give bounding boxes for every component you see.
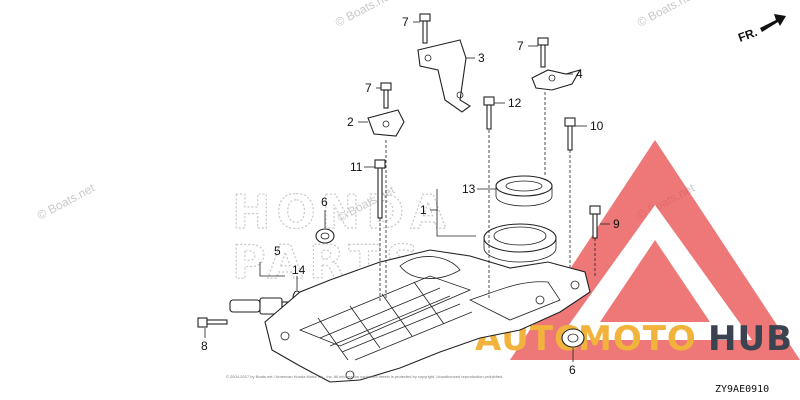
watermark-text: © Boats.net <box>635 0 698 30</box>
logo-text-moto: MOTO <box>578 319 697 359</box>
diagram-code: ZY9AE0910 <box>715 384 769 395</box>
leader-lines <box>204 21 610 362</box>
bracket-part <box>417 39 471 113</box>
automotohub-logo: AUTO MOTO HUB <box>475 140 800 360</box>
direction-label: FR. <box>736 25 759 45</box>
grommet-part <box>561 328 585 348</box>
callout-number: 7 <box>402 15 409 29</box>
bolt-part <box>537 37 549 68</box>
bolt-part <box>419 13 431 44</box>
callout-number: 2 <box>347 115 354 129</box>
honda-ghost-text: HONDA <box>232 185 452 239</box>
callout-number: 3 <box>478 51 485 65</box>
watermark-text: © Boats.net <box>333 0 396 30</box>
logo-text-hub: HUB <box>708 319 793 359</box>
grommet-part <box>315 228 335 244</box>
callout-number: 14 <box>292 263 306 277</box>
callout-number: 8 <box>201 339 208 353</box>
bolt-part <box>564 117 576 151</box>
copyright-line: © 2004-2017 by Boats.net / American Hond… <box>226 374 503 379</box>
bearing-housing-part <box>483 223 557 263</box>
callout-number: 9 <box>613 217 620 231</box>
callout-number: 10 <box>590 119 604 133</box>
watermark-text: © Boats.net <box>35 180 98 222</box>
callout-number: 12 <box>508 96 522 110</box>
callout-number: 6 <box>321 195 328 209</box>
bolt-part <box>380 82 392 109</box>
bolt-part <box>483 96 495 130</box>
callout-number: 6 <box>569 363 576 377</box>
callout-number: 7 <box>365 81 372 95</box>
bolt-part <box>197 317 228 328</box>
bracket-part <box>367 109 405 137</box>
engine-mount-plate <box>264 249 591 383</box>
callout-number: 11 <box>350 160 363 174</box>
callout-number: 1 <box>420 203 427 217</box>
callout-number: 5 <box>274 244 281 258</box>
callout-number: 13 <box>462 182 476 196</box>
oil-seal-part <box>495 175 553 207</box>
callout-number: 4 <box>576 67 583 81</box>
logo-triangle-core <box>600 240 710 322</box>
forward-arrow-icon <box>760 14 786 32</box>
callout-number: 7 <box>517 39 524 53</box>
bracket-part <box>531 69 582 91</box>
